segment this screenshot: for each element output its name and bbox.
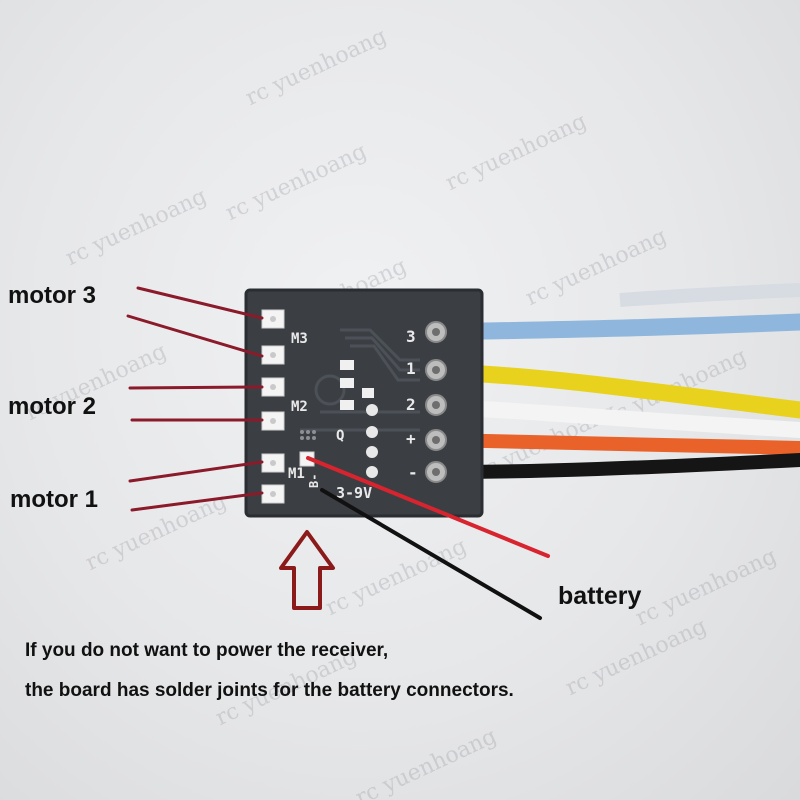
silk-pin-1: 1 [406, 359, 416, 378]
wire-black [433, 453, 800, 479]
silk-m3: M3 [291, 331, 308, 347]
silk-pin-minus: - [408, 463, 418, 482]
wire-bundle [431, 283, 800, 479]
label-motor-2: motor 2 [8, 393, 97, 420]
silk-m1: M1 [288, 466, 305, 482]
silk-b-minus: B- [307, 474, 321, 488]
wire-blue [431, 313, 800, 341]
silk-m2: M2 [291, 399, 308, 415]
caption-line-1: If you do not want to power the receiver… [25, 640, 389, 661]
label-motor-1: motor 1 [10, 486, 99, 513]
motor-pointer-lines [126, 286, 264, 512]
solder-joints [425, 321, 447, 483]
up-arrow-icon [279, 530, 335, 610]
label-battery: battery [558, 582, 642, 610]
silk-pin-2: 2 [406, 395, 416, 414]
silk-pin-3: 3 [406, 327, 416, 346]
wire-orange [433, 433, 800, 455]
wire-blue-far [619, 283, 800, 307]
silk-q: Q [336, 428, 344, 444]
silk-pin-plus: + [406, 429, 416, 448]
caption-line-2: the board has solder joints for the batt… [25, 680, 514, 701]
battery-plus-line [306, 456, 550, 558]
battery-minus-line [320, 488, 542, 620]
label-motor-3: motor 3 [8, 282, 97, 309]
via-dots [366, 404, 378, 478]
silk-voltage: 3-9V [336, 484, 372, 502]
